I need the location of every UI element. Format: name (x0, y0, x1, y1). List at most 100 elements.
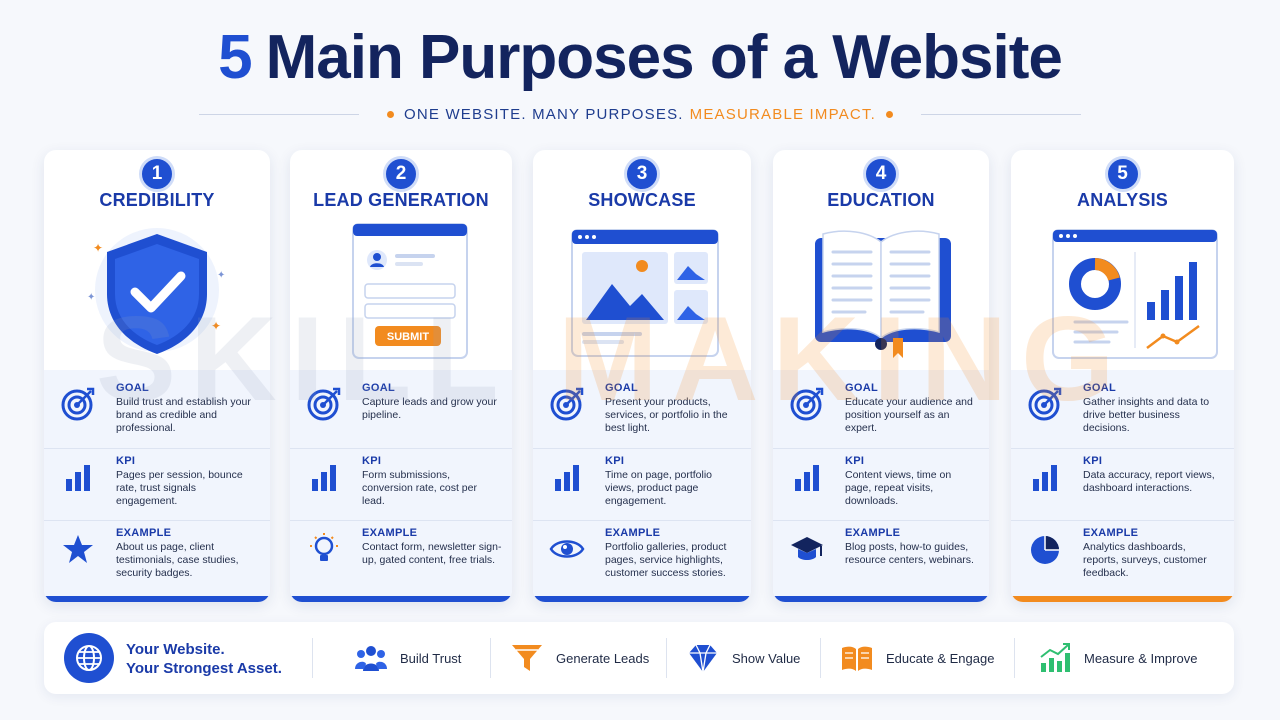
divider (820, 638, 821, 678)
goal-row: GOAL Present your products, services, or… (533, 376, 751, 446)
card-accent-bar (44, 596, 270, 602)
book-icon (842, 646, 872, 671)
tagline: Your Website. Your Strongest Asset. (126, 640, 282, 678)
footer-item-educate-engage: Educate & Engage (840, 622, 994, 694)
card-title: ANALYSIS (1077, 190, 1168, 210)
card-details: GOAL Gather insights and data to drive b… (1011, 370, 1234, 596)
kpi-text: Content views, time on page, repeat visi… (845, 469, 952, 507)
kpi-label: KPI (1083, 455, 1103, 467)
card-analysis: 5 ANALYSIS GOAL Ga (1011, 150, 1234, 602)
footer-item-show-value: Show Value (686, 622, 800, 694)
kpi-text: Time on page, portfolio views, product p… (605, 469, 713, 507)
footer-item-label: Build Trust (400, 650, 462, 666)
card-title: LEAD GENERATION (313, 190, 489, 210)
goal-text: Capture leads and grow your pipeline. (362, 396, 497, 421)
kpi-row: KPI Pages per session, bounce rate, trus… (44, 448, 270, 518)
card-number-badge: 1 (139, 156, 175, 192)
example-label: EXAMPLE (605, 527, 661, 539)
form-icon: SUBMIT (290, 222, 512, 362)
kpi-label: KPI (845, 455, 865, 467)
divider (198, 113, 359, 115)
svg-text:✦: ✦ (211, 319, 221, 333)
kpi-label: KPI (605, 455, 625, 467)
bar-chart-icon (795, 465, 819, 491)
example-label: EXAMPLE (362, 527, 418, 539)
card-education: 4 EDUCATION GOAL Educate your audience a… (773, 150, 989, 602)
globe-icon (64, 633, 114, 683)
goal-label: GOAL (845, 382, 878, 394)
card-details: GOAL Capture leads and grow your pipelin… (290, 370, 512, 596)
card-number-badge: 5 (1104, 156, 1141, 192)
footer-item-generate-leads: Generate Leads (510, 622, 649, 694)
card-number-badge: 3 (624, 156, 660, 192)
footer-item-build-trust: Build Trust (354, 622, 461, 694)
goal-row: GOAL Capture leads and grow your pipelin… (290, 376, 512, 446)
submit-button-label: SUBMIT (387, 331, 429, 343)
lightbulb-icon (310, 533, 338, 561)
target-icon (1028, 387, 1062, 421)
example-text: About us page, client testimonials, case… (116, 541, 239, 579)
subtitle-accent: MEASURABLE IMPACT. (689, 105, 877, 123)
card-title: SHOWCASE (588, 190, 696, 210)
subtitle: ONE WEBSITE. MANY PURPOSES. MEASURABLE IM… (404, 106, 876, 123)
dot-icon (386, 110, 394, 118)
kpi-label: KPI (362, 455, 382, 467)
card-lead-generation: 2 LEAD GENERATION SUBMIT GOAL Capture (290, 150, 512, 602)
target-icon (790, 387, 824, 421)
kpi-text: Pages per session, bounce rate, trust si… (116, 469, 243, 507)
card-details: GOAL Build trust and establish your bran… (44, 370, 270, 596)
goal-label: GOAL (116, 382, 149, 394)
diamond-icon (689, 644, 717, 673)
growth-chart-icon (1040, 643, 1070, 672)
goal-text: Present your products, services, or port… (605, 396, 728, 434)
card-showcase: 3 SHOWCASE GOAL Present you (533, 150, 751, 602)
shield-check-icon: ✦ ✦ ✦ ✦ (44, 222, 270, 362)
svg-text:✦: ✦ (217, 270, 225, 281)
goal-text: Educate your audience and position yours… (845, 396, 973, 434)
example-label: EXAMPLE (845, 527, 901, 539)
target-icon (550, 387, 584, 421)
eye-icon (549, 540, 585, 558)
divider (921, 113, 1082, 115)
example-text: Contact form, newsletter sign-up, gated … (362, 541, 502, 566)
card-accent-bar (773, 596, 989, 602)
pie-chart-icon (1031, 536, 1059, 564)
footer-item-measure-improve: Measure & Improve (1038, 622, 1197, 694)
bar-chart-icon (312, 465, 336, 491)
goal-row: GOAL Build trust and establish your bran… (44, 376, 270, 446)
example-row: EXAMPLE Contact form, newsletter sign-up… (290, 520, 512, 590)
goal-row: GOAL Gather insights and data to drive b… (1011, 376, 1234, 446)
divider (666, 638, 667, 678)
funnel-icon (512, 645, 542, 671)
footer-item-label: Educate & Engage (886, 650, 995, 666)
people-icon (355, 646, 387, 671)
tagline-line2: Your Strongest Asset. (126, 660, 282, 677)
kpi-row: KPI Form submissions, conversion rate, c… (290, 448, 512, 518)
example-label: EXAMPLE (116, 527, 172, 539)
example-row: EXAMPLE Portfolio galleries, product pag… (533, 520, 751, 590)
subtitle-row: ONE WEBSITE. MANY PURPOSES. MEASURABLE IM… (0, 102, 1280, 126)
card-number-badge: 2 (383, 156, 419, 192)
kpi-row: KPI Time on page, portfolio views, produ… (533, 448, 751, 518)
example-text: Portfolio galleries, product pages, serv… (605, 541, 727, 579)
gallery-icon (533, 222, 751, 362)
target-icon (307, 387, 341, 421)
kpi-text: Data accuracy, report views, dashboard i… (1083, 469, 1215, 494)
tagline-line1: Your Website. (126, 641, 225, 658)
example-label: EXAMPLE (1083, 527, 1139, 539)
subtitle-main: ONE WEBSITE. MANY PURPOSES. (403, 105, 684, 123)
kpi-row: KPI Data accuracy, report views, dashboa… (1011, 448, 1234, 518)
graduation-cap-icon (791, 537, 823, 560)
goal-label: GOAL (605, 382, 638, 394)
card-details: GOAL Present your products, services, or… (533, 370, 751, 596)
dashboard-icon (1011, 222, 1234, 362)
example-row: EXAMPLE About us page, client testimonia… (44, 520, 270, 590)
target-icon (61, 387, 95, 421)
footer-item-label: Show Value (732, 650, 801, 666)
divider (312, 638, 313, 678)
footer-bar: Your Website. Your Strongest Asset. Buil… (44, 622, 1234, 694)
example-text: Analytics dashboards, reports, surveys, … (1083, 541, 1207, 579)
example-text: Blog posts, how-to guides, resource cent… (845, 541, 974, 566)
